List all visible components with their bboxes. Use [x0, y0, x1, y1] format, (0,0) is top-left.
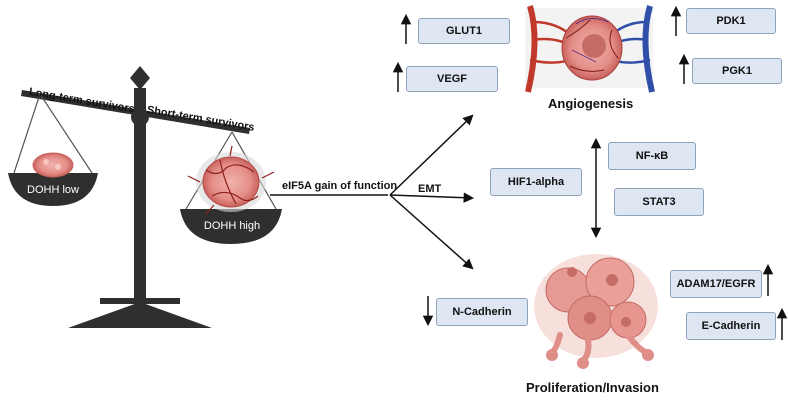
adam17-egfr-box: ADAM17/EGFR [670, 270, 762, 298]
vascularized-tumor-icon [187, 145, 275, 215]
angiogenesis-title: Angiogenesis [548, 96, 634, 111]
dohh-high-label: DOHH high [203, 220, 261, 232]
pdk1-box: PDK1 [686, 8, 776, 34]
tumor-cell-cluster-icon [534, 254, 658, 369]
scale-icon [8, 66, 282, 328]
vegf-box: VEGF [406, 66, 498, 92]
emt-label: EMT [418, 183, 442, 195]
hif1-alpha-box: HIF1-alpha [490, 168, 582, 196]
proliferation-invasion-title: Proliferation/Invasion [526, 380, 659, 395]
pgk1-box: PGK1 [692, 58, 782, 84]
dohh-low-label: DOHH low [27, 184, 79, 196]
n-cadherin-box: N-Cadherin [436, 298, 528, 326]
e-cadherin-box: E-Cadherin [686, 312, 776, 340]
up-arrow-icon [392, 5, 788, 340]
tumor-icon [32, 152, 74, 178]
eif5a-gain-label: eIF5A gain of function [282, 180, 398, 192]
nf-kb-box: NF-κB [608, 142, 696, 170]
glut1-box: GLUT1 [418, 18, 510, 44]
stat3-box: STAT3 [614, 188, 704, 216]
flow-arrows [270, 114, 602, 270]
blood-vessel-icon [525, 5, 655, 93]
